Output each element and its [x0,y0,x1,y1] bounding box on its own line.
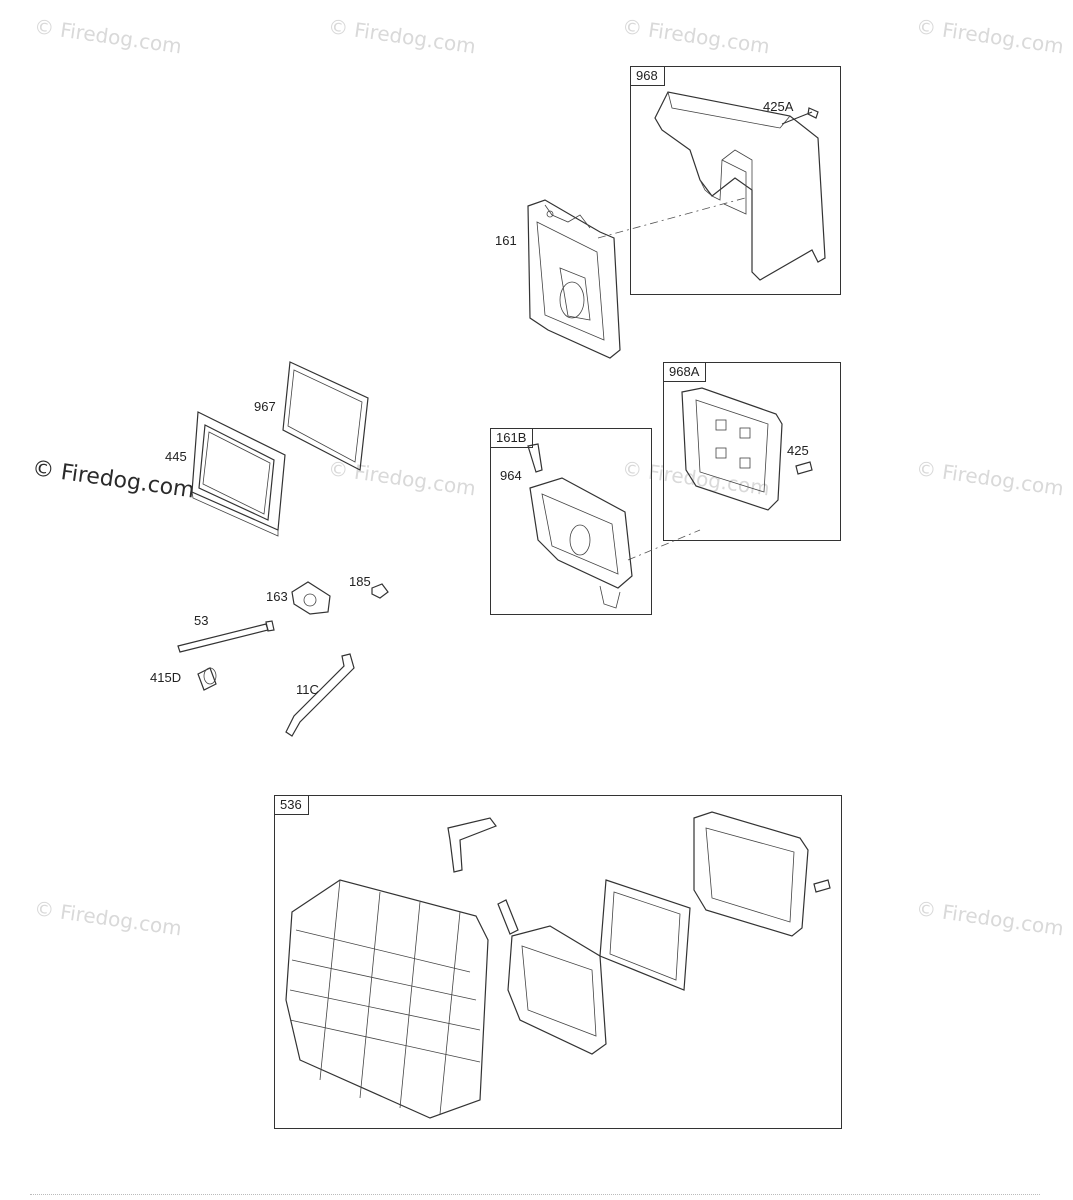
callout-53: 53 [194,613,209,628]
gasket-967 [282,361,369,471]
callout-425: 425 [787,443,809,458]
page-bottom-divider [30,1194,1040,1195]
callout-415d: 415D [150,670,182,685]
air-filter-445 [191,411,286,537]
air-cleaner-cover-968a [681,387,813,511]
callout-425a: 425A [763,99,794,114]
kit-box-968a: 968A [663,362,841,541]
callout-967: 967 [254,399,276,414]
callout-110: 11C [296,682,319,697]
kit-label-968a: 968A [663,362,707,382]
air-cleaner-base-161b [527,443,633,609]
callout-964: 964 [500,468,522,483]
air-cleaner-base-161 [527,199,621,359]
kit-label-968: 968 [630,66,665,86]
breather-tube-11c [285,653,355,737]
stud-53 [177,620,275,653]
kit-box-161b: 161B [490,428,652,615]
air-cleaner-cover-968 [654,91,826,281]
kit-box-536: 536 [274,795,842,1129]
kit-label-161b: 161B [490,428,534,448]
nut-185 [371,583,389,599]
callout-445: 445 [165,449,187,464]
kit-box-968: 968 [630,66,841,295]
callout-161: 161 [495,233,517,248]
callout-185: 185 [349,574,371,589]
fitting-415d [197,667,217,691]
kit-label-536: 536 [274,795,309,815]
gasket-163 [291,581,331,615]
kit-536-contents [285,811,831,1119]
callout-163: 163 [266,589,288,604]
